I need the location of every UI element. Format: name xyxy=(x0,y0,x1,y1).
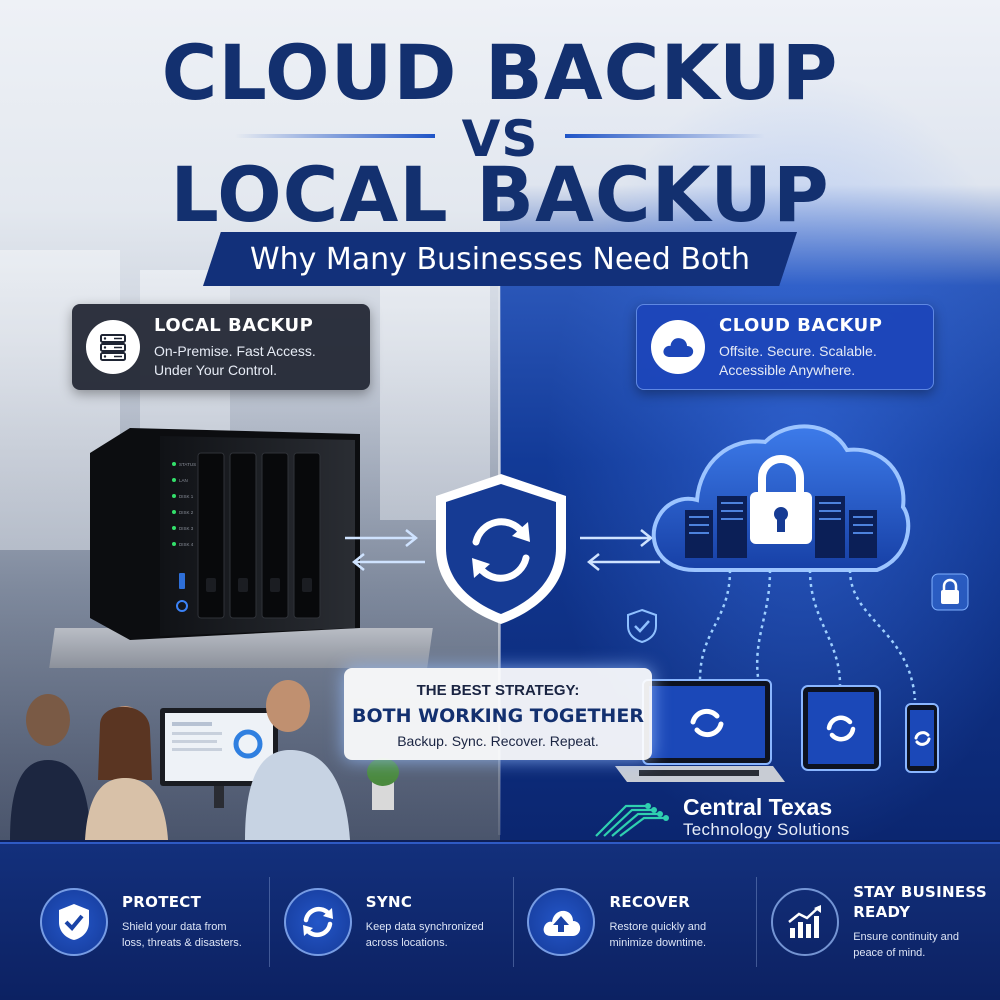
cloud-card-desc-2: Accessible Anywhere. xyxy=(719,361,856,378)
vs-rule-left xyxy=(235,134,435,138)
local-backup-card: LOCAL BACKUP On-Premise. Fast Access. Un… xyxy=(72,304,370,390)
feature-title: SYNC xyxy=(365,893,413,911)
title-vs: VS xyxy=(461,110,539,168)
title-cloud-backup: CLOUD BACKUP xyxy=(161,28,839,117)
circuit-logo-icon xyxy=(595,803,669,837)
feature-desc: loss, threats & disasters. xyxy=(122,937,242,949)
nas-label-disk3: DISK 3 xyxy=(179,526,194,531)
office-people-illustration xyxy=(10,680,399,840)
strategy-title: BOTH WORKING TOGETHER xyxy=(352,705,644,727)
company-name-line2: Technology Solutions xyxy=(683,820,850,839)
arrows-left-icon xyxy=(345,529,425,571)
cloud-card-desc-1: Offsite. Secure. Scalable. xyxy=(719,342,877,359)
shield-check-icon xyxy=(40,888,108,956)
nas-label-lan: LAN xyxy=(179,478,188,483)
feature-protect: PROTECT Shield your data from loss, thre… xyxy=(40,888,269,956)
cloud-card-title: CLOUD BACKUP xyxy=(719,314,883,336)
cloud-lock-icon xyxy=(651,424,911,572)
network-lines-icon xyxy=(698,570,917,700)
laptop-icon xyxy=(615,679,785,782)
feature-desc: minimize downtime. xyxy=(609,937,707,949)
feature-desc: peace of mind. xyxy=(853,947,926,959)
nas-device-icon: STATUS LAN DISK 1 DISK 2 DISK 3 DISK 4 xyxy=(90,428,360,640)
feature-band: PROTECT Shield your data from loss, thre… xyxy=(0,842,1000,1000)
office-background xyxy=(0,0,500,840)
company-name-line1: Central Texas xyxy=(683,794,833,820)
growth-chart-icon xyxy=(771,888,840,956)
feature-stay-ready: STAY BUSINESS READY Ensure continuity an… xyxy=(771,883,1000,961)
sync-icon xyxy=(283,888,352,956)
nas-label-disk4: DISK 4 xyxy=(179,542,194,547)
arrows-right-icon xyxy=(580,529,660,571)
subtitle-banner: Why Many Businesses Need Both xyxy=(203,232,797,286)
feature-desc: Keep data synchronized xyxy=(365,921,484,933)
strategy-pretitle: THE BEST STRATEGY: xyxy=(416,682,580,699)
feature-title: STAY BUSINESS xyxy=(853,883,987,901)
lock-small-icon xyxy=(931,573,969,611)
feature-desc: Restore quickly and xyxy=(609,921,707,933)
sync-shield-icon xyxy=(436,474,566,624)
shield-check-small-icon xyxy=(627,608,657,644)
title-local-backup: LOCAL BACKUP xyxy=(170,150,830,239)
feature-desc: Ensure continuity and xyxy=(853,931,959,943)
feature-title: PROTECT xyxy=(122,893,202,911)
feature-divider xyxy=(756,877,758,967)
local-card-desc-1: On-Premise. Fast Access. xyxy=(154,342,316,359)
strategy-subtitle: Backup. Sync. Recover. Repeat. xyxy=(397,733,599,749)
server-icon xyxy=(86,320,140,374)
nas-label-disk2: DISK 2 xyxy=(179,510,194,515)
feature-divider xyxy=(268,877,270,967)
feature-divider xyxy=(512,877,514,967)
phone-icon xyxy=(905,703,939,773)
local-card-title: LOCAL BACKUP xyxy=(154,314,314,336)
feature-title: RECOVER xyxy=(609,893,691,911)
nas-label-status: STATUS xyxy=(179,462,196,467)
local-card-desc-2: Under Your Control. xyxy=(154,361,277,378)
tablet-icon xyxy=(801,685,881,771)
cloud-backup-card: CLOUD BACKUP Offsite. Secure. Scalable. … xyxy=(636,304,934,390)
feature-title: READY xyxy=(853,903,911,921)
feature-recover: RECOVER Restore quickly and minimize dow… xyxy=(527,888,756,956)
nas-label-disk1: DISK 1 xyxy=(179,494,194,499)
cloud-upload-icon xyxy=(527,888,596,956)
subtitle-text: Why Many Businesses Need Both xyxy=(249,241,751,277)
cloud-icon xyxy=(651,320,705,374)
feature-sync: SYNC Keep data synchronized across locat… xyxy=(283,888,513,956)
company-logo: Central Texas Technology Solutions xyxy=(592,788,912,840)
feature-desc: Shield your data from xyxy=(122,921,227,933)
feature-desc: across locations. xyxy=(365,937,448,949)
strategy-box: THE BEST STRATEGY: BOTH WORKING TOGETHER… xyxy=(344,668,652,760)
